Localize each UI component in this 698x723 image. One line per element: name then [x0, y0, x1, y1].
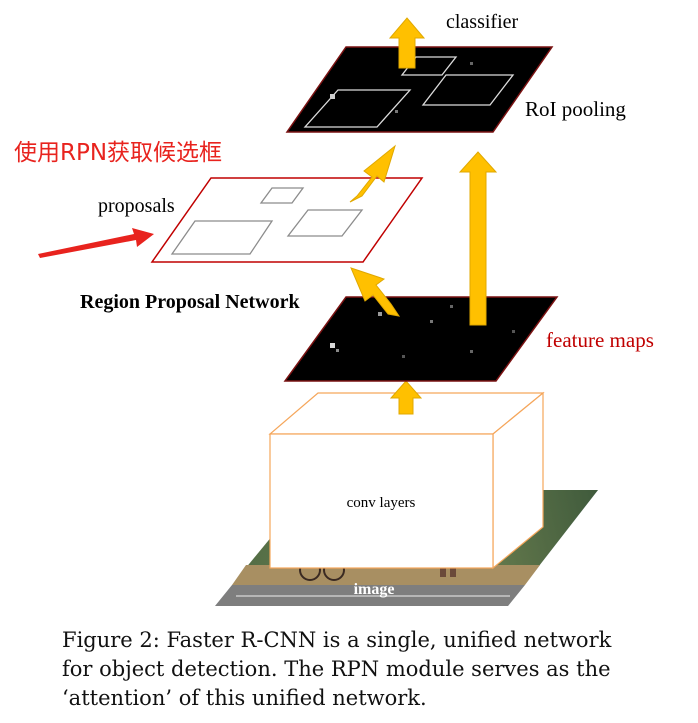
chinese-annotation-label: 使用RPN获取候选框 [14, 140, 222, 166]
arrow-feature-maps-to-proposals [350, 267, 401, 317]
arrow-proposals-to-roi-pooling [349, 144, 396, 203]
caption-line-1: Figure 2: Faster R-CNN is a single, unif… [62, 628, 612, 652]
conv-layers-label: conv layers [347, 495, 416, 511]
caption-line-2: for object detection. The RPN module ser… [62, 657, 611, 681]
rpn-label: Region Proposal Network [80, 291, 300, 313]
proposals-plane [150, 177, 424, 263]
caption-line-3: ‘attention’ of this unified network. [62, 686, 427, 710]
arrow-conv-to-feature-maps [389, 380, 423, 415]
roi-pooling-plane [285, 46, 554, 133]
figure-caption: Figure 2: Faster R-CNN is a single, unif… [62, 626, 688, 713]
arrow-roi-to-classifier [388, 17, 426, 69]
proposals-label: proposals [98, 195, 175, 217]
feature-maps-plane [283, 296, 559, 382]
arrow-feature-maps-to-roi-pooling [458, 151, 498, 326]
feature-maps-label: feature maps [546, 328, 654, 352]
roi-pooling-label: RoI pooling [525, 97, 626, 121]
conv-layers-block: conv layers [268, 391, 545, 570]
classifier-label: classifier [446, 11, 519, 33]
image-label: image [354, 581, 395, 598]
faster-rcnn-diagram: image conv layers feature maps Region Pr… [14, 11, 654, 606]
red-annotation-arrow [38, 228, 154, 258]
